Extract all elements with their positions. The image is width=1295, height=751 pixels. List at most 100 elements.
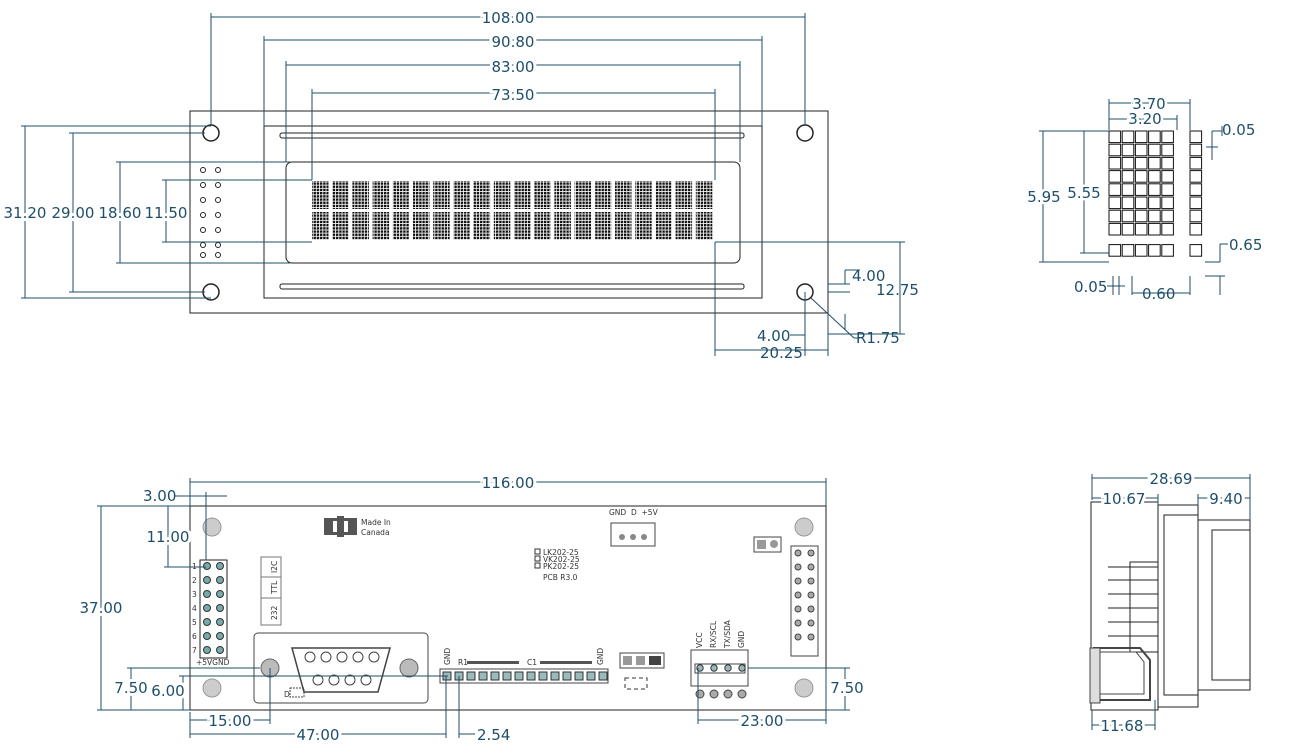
- char-cell: [615, 212, 632, 240]
- bezel-bottom-slot: [279, 283, 745, 290]
- header-pin: [216, 646, 224, 654]
- char-cell: [635, 181, 652, 209]
- dim-back-height: 37.00: [80, 599, 123, 617]
- mounting-hole-top-left: [202, 124, 220, 142]
- dot-cell: [1108, 156, 1122, 170]
- char-cell: [473, 181, 491, 209]
- manufacturer-logo: [324, 516, 357, 537]
- right-header-pin: [807, 633, 815, 641]
- db9-screw-right: [399, 658, 419, 678]
- char-cell: [534, 212, 551, 240]
- bezel-outline: [263, 125, 763, 299]
- right-header-pin: [807, 549, 815, 557]
- dot-cell: [1134, 244, 1148, 257]
- dot-cell: [1161, 170, 1174, 183]
- dim-char-width: 3.70: [1132, 95, 1165, 113]
- dot-cell: [1161, 244, 1174, 257]
- row-pin: [550, 671, 560, 681]
- back-dimensions: 116.00 3.00 37.00 11.00 7.50 6.00 15.00 …: [77, 471, 867, 747]
- dim-bottom-offset: 20.25: [760, 344, 803, 362]
- i2c-pin: [738, 664, 746, 672]
- char-cell: [312, 181, 329, 209]
- jumper-ttl-label: TTL: [270, 580, 279, 595]
- header-pin-labels: 1 2 3 4 5 6 7 +5VGND: [192, 562, 230, 667]
- header-pin: [203, 618, 211, 626]
- header-pins: [203, 562, 224, 654]
- dot-cell: [1134, 170, 1148, 183]
- header-pin: [203, 590, 211, 598]
- row-gnd-left: GND: [443, 648, 452, 665]
- pin-row-pins: [442, 671, 608, 681]
- char-cell: [392, 181, 410, 209]
- char-cell: [493, 181, 511, 209]
- pcb-revision: PCB R3.0: [543, 573, 578, 582]
- dot-cell: [1148, 183, 1161, 196]
- row-gnd-right: GND: [596, 648, 605, 665]
- char-cell: [352, 181, 369, 209]
- i2c-pin: [710, 664, 718, 672]
- row-pin: [478, 671, 488, 681]
- power-connector-label: GND D +5V: [609, 508, 659, 517]
- row-pin: [526, 671, 536, 681]
- dot-cell: [1108, 196, 1122, 210]
- row-pin: [574, 671, 584, 681]
- pcb-hole-top-left: [202, 517, 222, 537]
- right-header-pin: [807, 577, 815, 585]
- dim-height-11: 11.50: [145, 204, 188, 222]
- row-pin: [502, 671, 512, 681]
- i2c-pins: [695, 664, 747, 699]
- right-header-pin: [794, 549, 802, 557]
- right-header-pin: [794, 633, 802, 641]
- dot-cell: [1121, 130, 1135, 144]
- header-pin: [216, 562, 224, 570]
- char-cell: [413, 181, 430, 209]
- next-char-dot: [1189, 244, 1203, 257]
- char-cell: [413, 212, 430, 240]
- header-pin-5: 5: [192, 618, 197, 627]
- dim-pixel-area-height: 5.55: [1067, 184, 1100, 202]
- bezel-top-slot: [279, 132, 745, 139]
- db9-face: [291, 647, 391, 693]
- header-pin: [216, 632, 224, 640]
- pcb-hole-bottom-left: [202, 678, 222, 698]
- small-jumper-mid: [619, 652, 665, 669]
- char-cell: [433, 212, 450, 240]
- dot-cell: [1161, 196, 1174, 210]
- dim-width-83: 83.00: [492, 58, 535, 76]
- header-pin: [203, 576, 211, 584]
- db9-pin: [352, 651, 364, 663]
- led-marker: [624, 677, 648, 690]
- dot-cell: [1161, 209, 1174, 223]
- char-cell: [655, 212, 672, 240]
- hole-dimensions: 4.00 12.75 4.00 R1.75 20.25: [714, 241, 919, 362]
- i2c-pad: [723, 689, 733, 699]
- dim-hole-offset-y: 4.00: [852, 267, 885, 285]
- dim-char-height: 5.95: [1027, 188, 1060, 206]
- dim-width-90: 90.80: [492, 33, 535, 51]
- viewing-area: [285, 161, 741, 264]
- lcd-module-outline: [189, 110, 829, 314]
- dot-cell: [1161, 143, 1174, 157]
- dot-cell: [1108, 209, 1122, 223]
- char-cell: [372, 181, 390, 209]
- char-cell: [453, 181, 470, 209]
- character-cell-grid: [1108, 130, 1203, 257]
- db9-pin: [360, 674, 372, 686]
- char-cell: [615, 181, 632, 209]
- dot-cell: [1134, 196, 1148, 210]
- dot-cell: [1161, 130, 1174, 144]
- dot-cell: [1148, 209, 1161, 223]
- pin-header: [199, 559, 228, 659]
- char-cell: [574, 212, 592, 240]
- model-vk: VK202-25: [543, 555, 580, 564]
- pcb-hole-bottom-right: [794, 678, 814, 698]
- dim-header-offset: 11.00: [147, 528, 190, 546]
- model-pk: PK202-25: [543, 562, 579, 571]
- header-pin: [216, 590, 224, 598]
- header-pin: [216, 604, 224, 612]
- char-cell: [554, 212, 571, 240]
- dot-cell: [1134, 130, 1148, 144]
- next-char-dot: [1189, 156, 1203, 170]
- dot-cell: [1161, 156, 1174, 170]
